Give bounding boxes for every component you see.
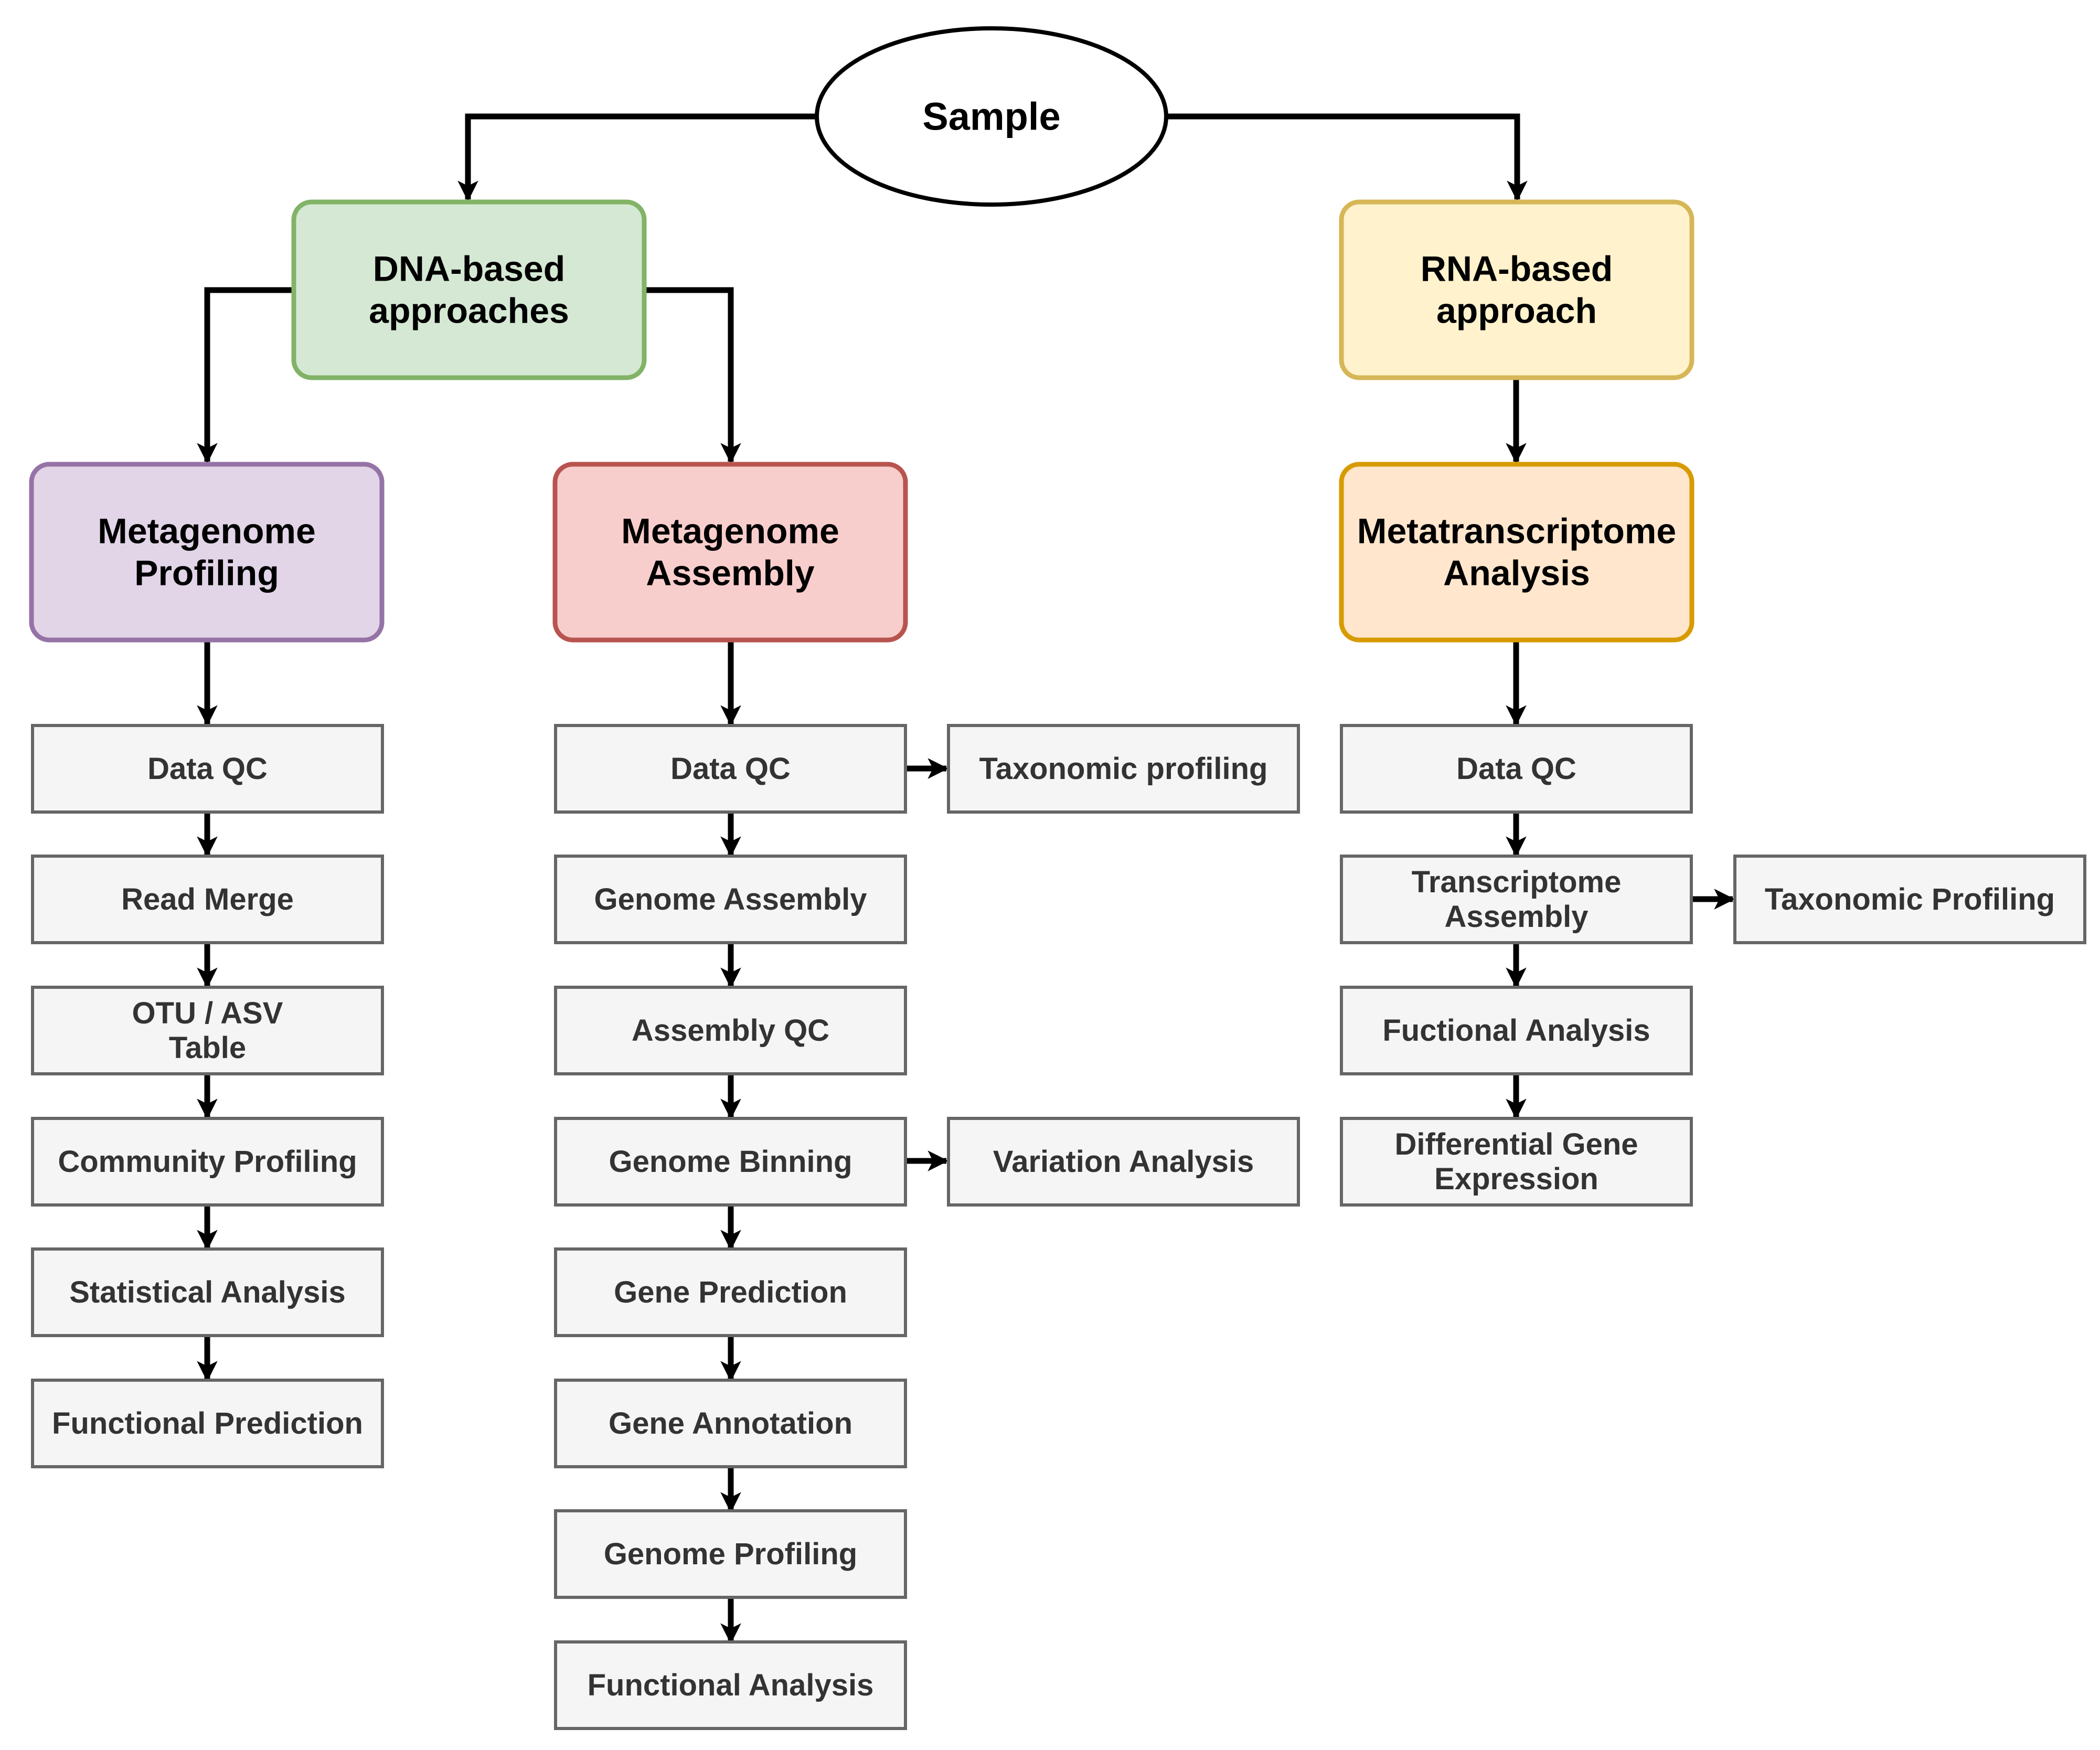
- metagenome-profiling-label: Metagenome: [98, 511, 316, 551]
- rna-taxonomic-profiling-label: Taxonomic Profiling: [1765, 882, 2055, 916]
- assembly-step-6: Gene Annotation: [554, 1379, 907, 1468]
- profiling-step-4: Community Profiling: [31, 1117, 384, 1207]
- profiling-step-1-label: Data QC: [147, 752, 268, 786]
- sample-label: Sample: [922, 95, 1060, 138]
- metatranscriptome-step-3: Fuctional Analysis: [1340, 986, 1693, 1075]
- assembly-taxonomic-profiling-box: [947, 724, 1300, 814]
- assembly-variation-analysis-box: [947, 1117, 1300, 1207]
- assembly-step-7-label: Genome Profiling: [604, 1537, 857, 1571]
- assembly-step-6-label: Gene Annotation: [609, 1406, 852, 1440]
- metatranscriptome-step-4-label: Differential Gene: [1394, 1127, 1638, 1161]
- assembly-step-5: Gene Prediction: [554, 1247, 907, 1337]
- assembly-step-5-box: [554, 1247, 907, 1337]
- profiling-step-5-label: Statistical Analysis: [69, 1275, 346, 1309]
- metatranscriptome-step-1: Data QC: [1340, 724, 1693, 814]
- assembly-variation-analysis: Variation Analysis: [947, 1117, 1300, 1207]
- assembly-step-3-label: Assembly QC: [632, 1013, 829, 1048]
- profiling-step-6: Functional Prediction: [31, 1379, 384, 1468]
- rna-based-approach-label: approach: [1436, 291, 1597, 331]
- connectors: [197, 113, 1735, 1644]
- metatranscriptome-step-3-box: [1340, 986, 1693, 1075]
- edge-sample-to-rna: [1167, 113, 1528, 201]
- assembly-step-4: Genome Binning: [554, 1117, 907, 1207]
- rna-based-approach-label: RNA-based: [1421, 249, 1613, 289]
- assembly-variation-analysis-label: Variation Analysis: [993, 1145, 1254, 1179]
- metatranscriptome-step-4-label: Expression: [1434, 1162, 1598, 1196]
- assembly-step-2: Genome Assembly: [554, 855, 907, 944]
- profiling-step-1: Data QC: [31, 724, 384, 814]
- assembly-step-1: Data QC: [554, 724, 907, 814]
- assembly-step-3: Assembly QC: [554, 986, 907, 1075]
- metagenome-assembly-label: Assembly: [646, 553, 814, 593]
- assembly-step-8-box: [554, 1640, 907, 1730]
- assembly-step-8-label: Functional Analysis: [588, 1668, 874, 1702]
- assembly-step-4-label: Genome Binning: [609, 1145, 852, 1179]
- dna-based-approaches-box: [291, 199, 647, 380]
- edge-dna-to-profiling: [197, 287, 294, 464]
- metagenome-assembly-box: [552, 462, 908, 643]
- metatranscriptome-step-4-box: [1340, 1117, 1693, 1207]
- metatranscriptome-step-2-label: Transcriptome: [1412, 865, 1622, 899]
- metatranscriptome-analysis-label: Metatranscriptome: [1357, 511, 1676, 551]
- profiling-step-1-box: [31, 724, 384, 814]
- profiling-step-4-label: Community Profiling: [58, 1145, 357, 1179]
- metatranscriptome-step-1-box: [1340, 724, 1693, 814]
- assembly-step-7: Genome Profiling: [554, 1509, 907, 1599]
- profiling-step-2: Read Merge: [31, 855, 384, 944]
- metatranscriptome-step-2-label: Assembly: [1444, 900, 1588, 934]
- profiling-step-5-box: [31, 1247, 384, 1337]
- assembly-step-7-box: [554, 1509, 907, 1599]
- metatranscriptome-step-2-box: [1340, 855, 1693, 944]
- metatranscriptome-analysis-label: Analysis: [1443, 553, 1590, 593]
- edge-sample-to-dna: [457, 113, 816, 201]
- profiling-step-6-label: Functional Prediction: [52, 1406, 363, 1440]
- metatranscriptome-step-1-label: Data QC: [1456, 752, 1576, 786]
- rna-taxonomic-profiling: Taxonomic Profiling: [1733, 855, 2086, 944]
- profiling-step-6-box: [31, 1379, 384, 1468]
- profiling-step-5: Statistical Analysis: [31, 1247, 384, 1337]
- profiling-step-2-label: Read Merge: [121, 882, 294, 916]
- profiling-step-3-box: [31, 986, 384, 1075]
- metagenome-profiling-box: [29, 462, 385, 643]
- assembly-taxonomic-profiling: Taxonomic profiling: [947, 724, 1300, 814]
- sample-node: Sample: [815, 26, 1168, 207]
- profiling-step-2-box: [31, 855, 384, 944]
- dna-based-approaches-label: DNA-based: [373, 249, 566, 289]
- assembly-step-2-label: Genome Assembly: [594, 882, 867, 916]
- metagenome-profiling-label: Profiling: [134, 553, 279, 593]
- metagenome-assembly-label: Metagenome: [621, 511, 839, 551]
- assembly-step-5-label: Gene Prediction: [614, 1275, 847, 1309]
- profiling-step-3-label: Table: [169, 1031, 246, 1065]
- assembly-step-2-box: [554, 855, 907, 944]
- rna-based-approach-box: [1339, 199, 1694, 380]
- profiling-step-4-box: [31, 1117, 384, 1207]
- edge-dna-to-assembly: [644, 287, 741, 464]
- assembly-step-3-box: [554, 986, 907, 1075]
- dna-based-approaches-label: approaches: [369, 291, 569, 331]
- assembly-step-6-box: [554, 1379, 907, 1468]
- metatranscriptome-analysis-box: [1339, 462, 1694, 643]
- assembly-step-1-label: Data QC: [670, 752, 791, 786]
- assembly-step-1-box: [554, 724, 907, 814]
- rna-taxonomic-profiling-box: [1733, 855, 2086, 944]
- assembly-taxonomic-profiling-label: Taxonomic profiling: [979, 752, 1268, 786]
- sample-oval: [815, 26, 1168, 207]
- assembly-step-4-box: [554, 1117, 907, 1207]
- profiling-step-3-label: OTU / ASV: [132, 996, 283, 1030]
- assembly-step-8: Functional Analysis: [554, 1640, 907, 1730]
- metatranscriptome-step-3-label: Fuctional Analysis: [1382, 1013, 1650, 1048]
